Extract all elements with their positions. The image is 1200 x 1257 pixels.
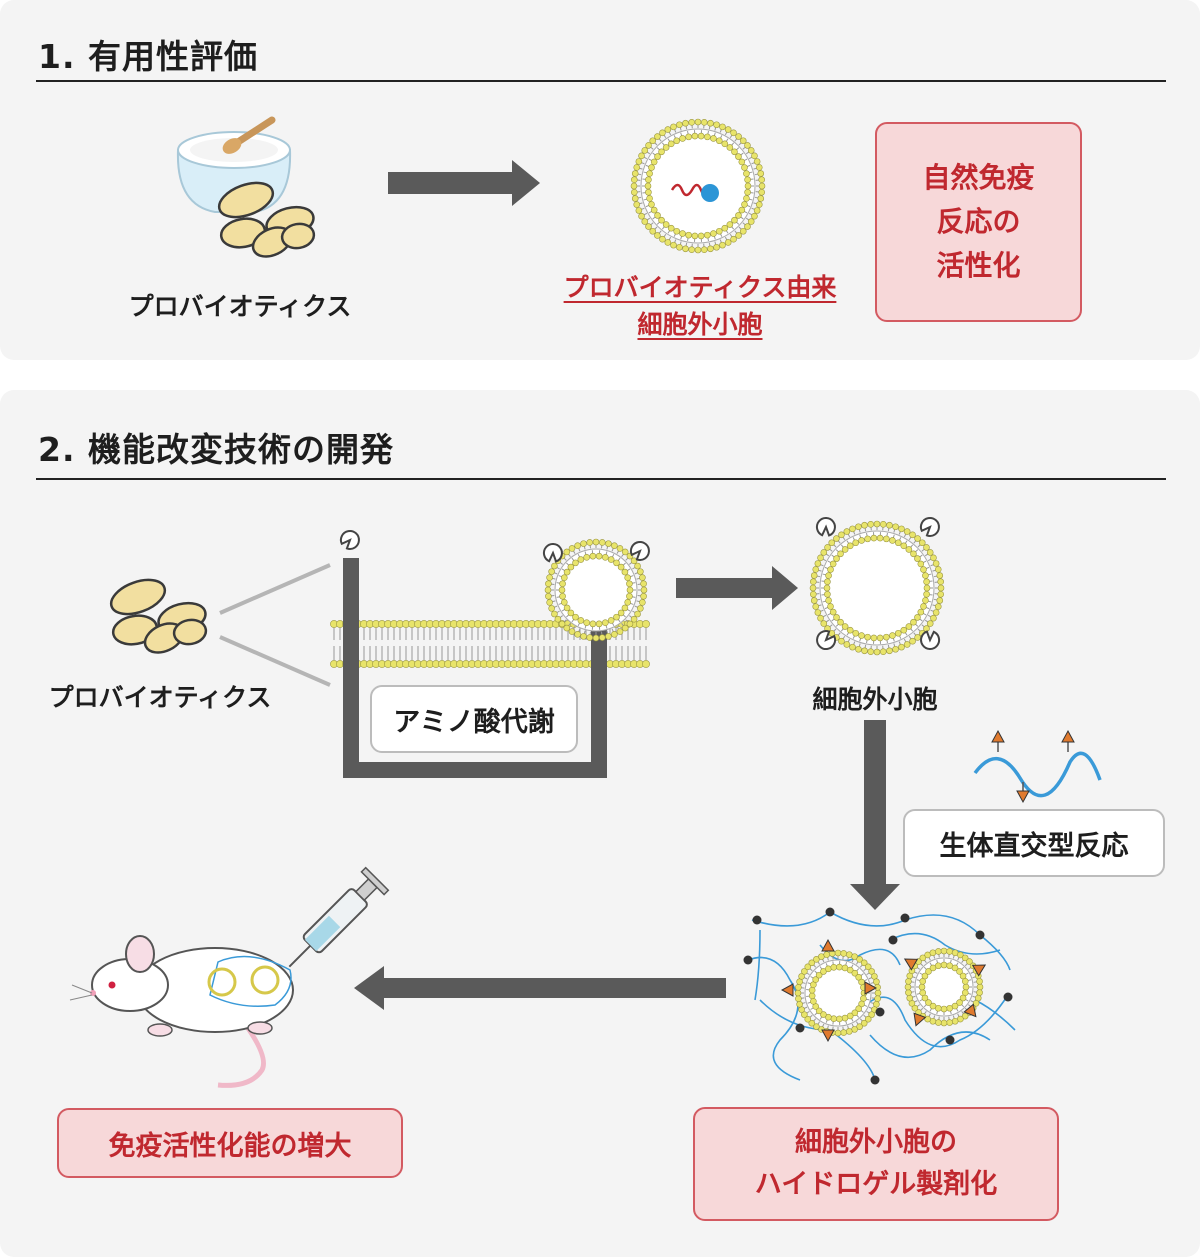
click-handle-icon bbox=[919, 517, 940, 537]
section2-divider bbox=[36, 478, 1166, 480]
section1-divider bbox=[36, 80, 1166, 82]
arrow-down-icon bbox=[850, 720, 900, 910]
innate-immunity-box: 自然免疫 反応の 活性化 bbox=[875, 122, 1082, 322]
ev-label: 細胞外小胞 bbox=[812, 685, 938, 714]
extracellular-vesicle-icon bbox=[630, 118, 766, 254]
bacteria-icon bbox=[217, 181, 316, 258]
mouse-icon bbox=[69, 935, 294, 1088]
section1-illustrations bbox=[176, 116, 766, 258]
polymer-chain-icon bbox=[973, 729, 1102, 804]
bacteria-icon bbox=[109, 578, 208, 654]
syringe-icon bbox=[288, 866, 390, 968]
click-handle-icon bbox=[339, 530, 360, 550]
click-handle-icon bbox=[920, 630, 941, 650]
section1-title: 1. 有用性評価 bbox=[38, 37, 258, 76]
immune-enhancement-box: 免疫活性化能の増大 bbox=[57, 1108, 403, 1178]
result-line3: 活性化 bbox=[936, 249, 1021, 282]
arrow-right-icon bbox=[388, 160, 540, 206]
result-line1: 自然免疫 bbox=[922, 161, 1035, 194]
arrow-left-icon bbox=[354, 966, 726, 1010]
budding-vesicle-icon bbox=[542, 538, 650, 642]
hydrogel-formulation-box: 細胞外小胞の ハイドロゲル製剤化 bbox=[693, 1107, 1059, 1221]
bioorthogonal-reaction-box: 生体直交型反応 bbox=[903, 809, 1165, 877]
hydrogel-line1: 細胞外小胞の bbox=[795, 1127, 957, 1158]
section2-title: 2. 機能改変技術の開発 bbox=[38, 430, 394, 469]
click-handle-icon bbox=[629, 541, 650, 561]
protein-icon bbox=[701, 184, 719, 202]
yogurt-bowl-icon bbox=[176, 116, 292, 213]
probiotics-label: プロバイオティクス bbox=[48, 683, 272, 712]
result-line2: 反応の bbox=[936, 205, 1021, 238]
hydrogel-network-icon bbox=[743, 907, 1016, 1085]
probiotics-label: プロバイオティクス bbox=[128, 292, 352, 321]
click-handle-icon bbox=[815, 517, 836, 537]
hydrogel-line2: ハイドロゲル製剤化 bbox=[754, 1169, 998, 1200]
click-handle-icon bbox=[542, 543, 563, 563]
zoom-line bbox=[219, 635, 331, 687]
ev-label-line1: プロバイオティクス由来 bbox=[563, 273, 837, 302]
metabolism-arrow-icon bbox=[343, 558, 613, 778]
arrow-right-icon bbox=[676, 566, 798, 610]
modified-vesicle-icon bbox=[809, 517, 945, 656]
amino-acid-metabolism-box: アミノ酸代謝 bbox=[370, 685, 578, 753]
ev-label-line2: 細胞外小胞 bbox=[637, 310, 763, 339]
click-handle-icon bbox=[816, 630, 837, 650]
zoom-line bbox=[219, 563, 331, 615]
amino-acid-icon bbox=[339, 530, 360, 550]
